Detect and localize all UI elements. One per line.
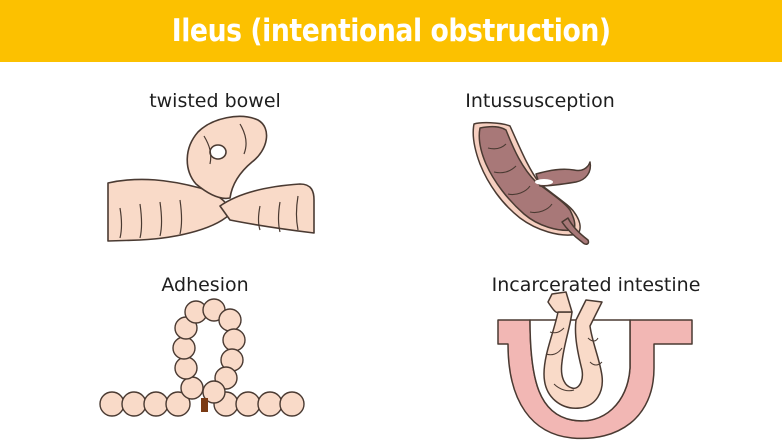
adhesion-band	[201, 398, 208, 412]
incarcerated-intestine-illustration	[497, 291, 693, 440]
panel-label-adhesion: Adhesion	[161, 274, 249, 296]
adhesion-illustration	[99, 298, 305, 417]
panel-label-twisted-bowel: twisted bowel	[149, 90, 281, 112]
panel-intussusception: Intussusception	[440, 88, 640, 258]
intussusception-illustration	[472, 121, 592, 245]
panel-incarcerated-intestine: Incarcerated intestine	[478, 272, 714, 440]
panel-label-incarcerated-intestine: Incarcerated intestine	[491, 274, 701, 296]
title-banner: Ileus (intentional obstruction)	[0, 0, 782, 62]
twisted-bowel-illustration	[107, 115, 315, 242]
panel-label-intussusception: Intussusception	[465, 90, 615, 112]
panel-twisted-bowel: twisted bowel	[100, 88, 330, 258]
page-title: Ileus (intentional obstruction)	[171, 13, 611, 49]
panel-adhesion: Adhesion	[99, 272, 310, 432]
